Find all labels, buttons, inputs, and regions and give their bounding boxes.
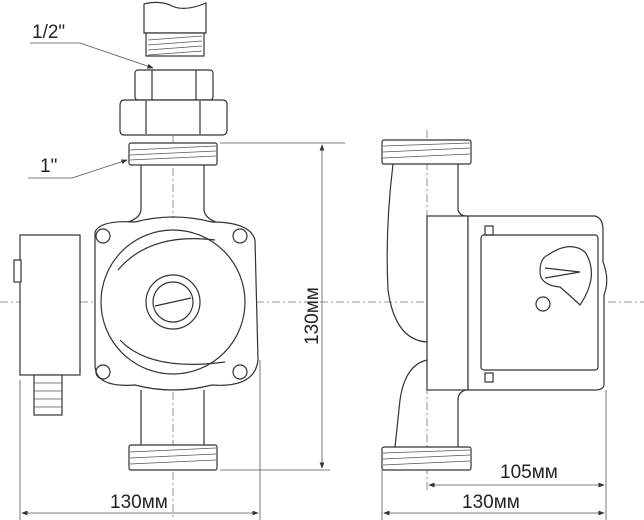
pump-housing bbox=[94, 216, 259, 391]
union-nut bbox=[119, 69, 228, 136]
speed-knob bbox=[539, 246, 592, 306]
terminal-box bbox=[13, 234, 81, 416]
height-dimension: 130мм bbox=[220, 142, 345, 471]
motor-housing bbox=[467, 215, 608, 391]
side-dimensions: 105мм 130мм bbox=[381, 390, 607, 520]
front-view: 1/2" 1" bbox=[13, 1, 259, 471]
label-thread-one-inch: 1" bbox=[40, 156, 57, 177]
label-thread-half-inch: 1/2" bbox=[32, 22, 65, 43]
indicator-light bbox=[535, 296, 551, 312]
inlet-thread bbox=[128, 142, 218, 166]
side-view bbox=[381, 139, 608, 471]
screw-holes bbox=[95, 228, 248, 380]
label-depth-motor: 105мм bbox=[500, 462, 558, 483]
label-height: 130мм bbox=[302, 287, 323, 345]
label-width-front: 130мм bbox=[110, 492, 168, 513]
front-width-dimension: 130мм bbox=[19, 360, 261, 520]
outlet-thread bbox=[128, 444, 218, 471]
pipe-fitting bbox=[143, 1, 207, 57]
label-depth-total: 130мм bbox=[462, 492, 520, 513]
